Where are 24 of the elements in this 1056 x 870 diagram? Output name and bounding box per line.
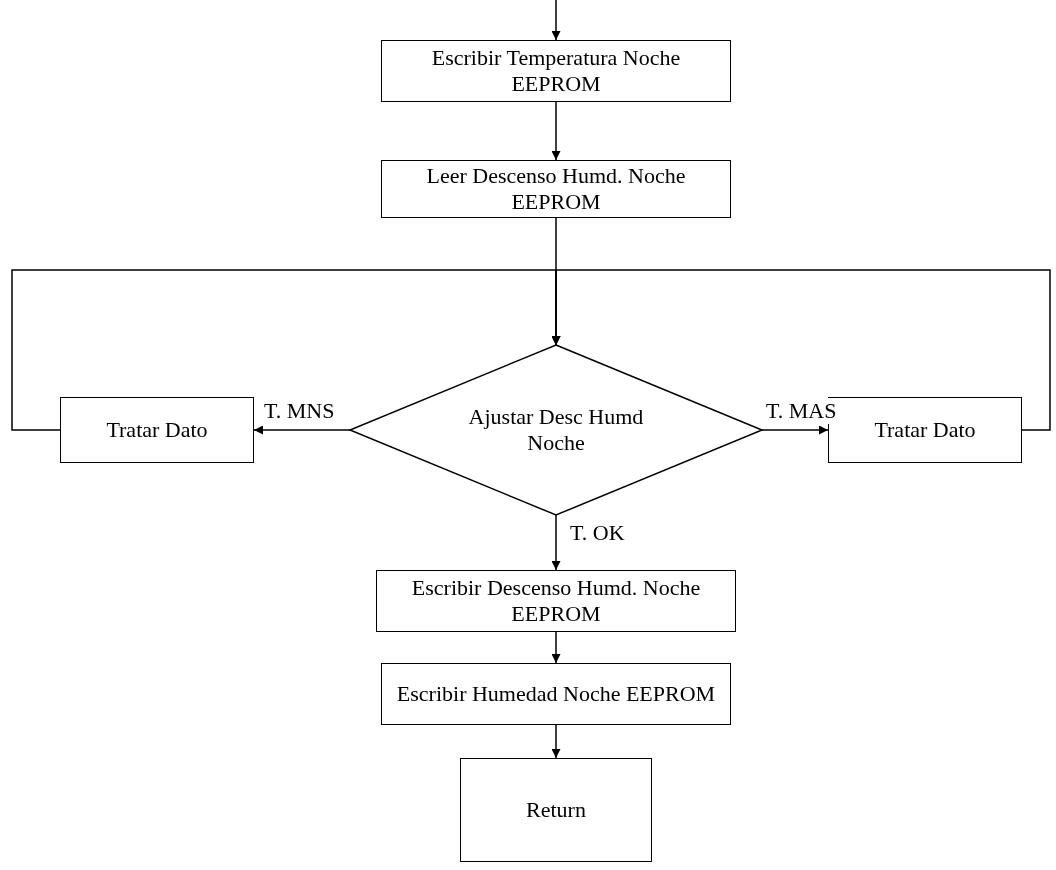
node-text: Ajustar Desc Humd Noche bbox=[467, 403, 645, 457]
process-box bbox=[381, 40, 731, 102]
arrow bbox=[551, 724, 561, 759]
process-box bbox=[60, 397, 254, 463]
node-text: Escribir Humedad Noche EEPROM bbox=[396, 680, 716, 708]
arrow bbox=[551, 101, 561, 161]
arrow bbox=[551, 514, 561, 571]
arrow bbox=[551, 269, 1051, 431]
arrow bbox=[761, 425, 829, 435]
arrow bbox=[253, 425, 351, 435]
process-box bbox=[460, 758, 652, 862]
node-text: Leer Descenso Humd. Noche EEPROM bbox=[425, 162, 687, 216]
arrow bbox=[551, 0, 561, 41]
process-box bbox=[381, 160, 731, 218]
node-text: Return bbox=[526, 796, 586, 824]
node-text: Escribir Descenso Humd. Noche EEPROM bbox=[410, 574, 702, 628]
node-text: Tratar Dato bbox=[874, 416, 976, 444]
arrow bbox=[551, 631, 561, 664]
node-text: Escribir Temperatura Noche EEPROM bbox=[430, 44, 682, 98]
process-box bbox=[376, 570, 736, 632]
node-text: Tratar Dato bbox=[106, 416, 208, 444]
edge-label: T. MAS bbox=[764, 398, 839, 424]
decision-diamond bbox=[350, 345, 762, 515]
process-box bbox=[381, 663, 731, 725]
